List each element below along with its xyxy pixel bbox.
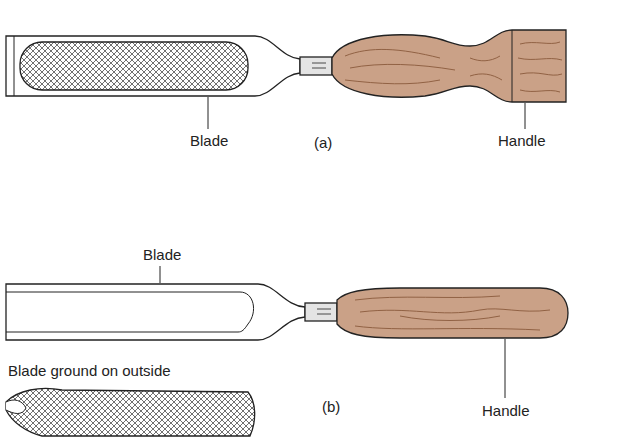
figure-label: (a): [314, 134, 332, 152]
blade-profile: [6, 389, 255, 437]
part-label: Blade: [190, 132, 228, 150]
part-label: Handle: [498, 132, 546, 150]
rasp-tool-a: [6, 30, 566, 102]
leader-lines: [160, 97, 525, 398]
part-label: Handle: [482, 402, 530, 420]
figure-label: (b): [322, 398, 340, 416]
gouge-tool-b: [6, 284, 568, 340]
note-label: Blade ground on outside: [8, 362, 171, 380]
part-label: Blade: [143, 246, 181, 264]
